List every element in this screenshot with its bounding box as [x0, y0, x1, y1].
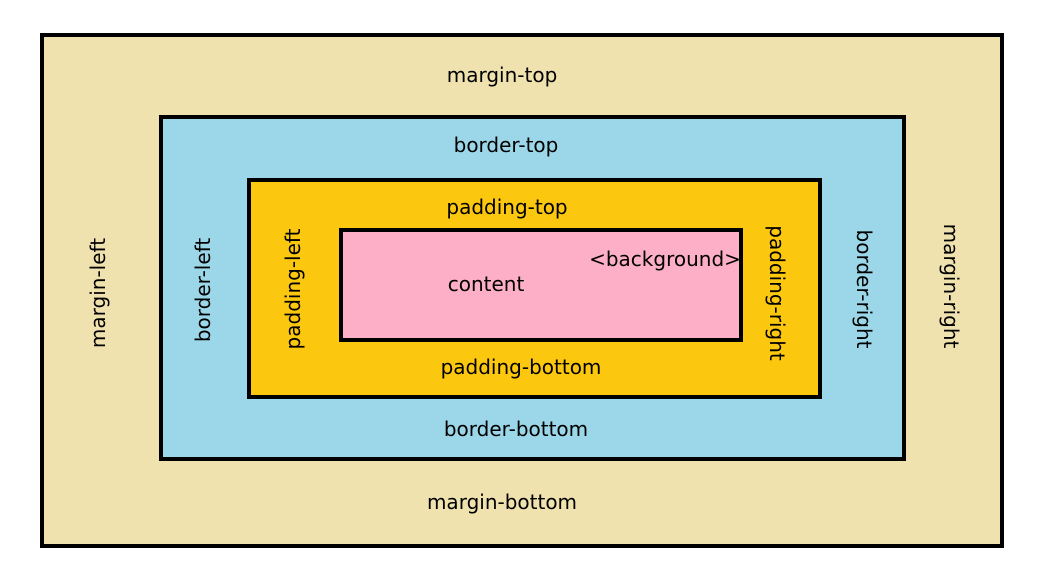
- border-bottom-label: border-bottom: [443, 417, 589, 441]
- content-area: [339, 228, 743, 342]
- border-right-label: border-right: [852, 229, 876, 349]
- padding-left-label: padding-left: [281, 228, 305, 350]
- border-top-label: border-top: [453, 133, 559, 157]
- margin-top-label: margin-top: [446, 63, 558, 87]
- padding-bottom-label: padding-bottom: [440, 355, 602, 379]
- padding-top-label: padding-top: [446, 195, 568, 219]
- padding-right-label: padding-right: [765, 225, 789, 361]
- margin-bottom-label: margin-bottom: [426, 490, 578, 514]
- margin-right-label: margin-right: [939, 223, 963, 349]
- border-left-label: border-left: [191, 237, 215, 343]
- background-label: <background>: [589, 247, 741, 271]
- margin-left-label: margin-left: [86, 237, 110, 349]
- content-label: content: [447, 272, 525, 296]
